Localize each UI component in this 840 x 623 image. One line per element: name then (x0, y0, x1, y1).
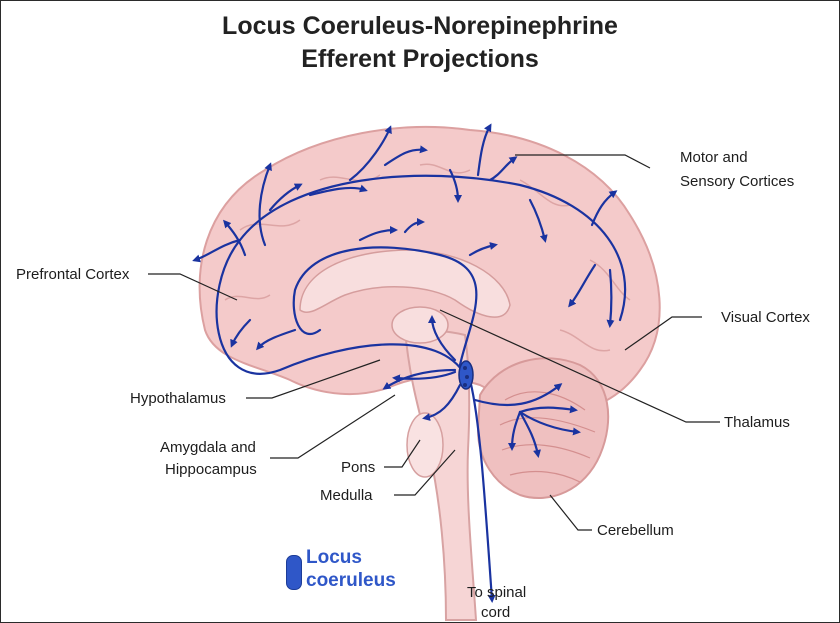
leader-amygdala (270, 395, 395, 458)
legend-line-1: Locus (306, 546, 396, 569)
label-visual: Visual Cortex (721, 309, 810, 326)
label-spinal-line2: cord (481, 604, 510, 621)
pons-shape (407, 413, 443, 477)
locus-coeruleus-nucleus (459, 361, 473, 389)
label-motor-line1: Motor and (680, 149, 748, 166)
label-amygdala-line1: Amygdala and (160, 439, 256, 456)
label-motor-line2: Sensory Cortices (680, 173, 794, 190)
label-amygdala-line2: Hippocampus (165, 461, 257, 478)
label-thalamus: Thalamus (724, 414, 790, 431)
label-hypothalamus: Hypothalamus (130, 390, 226, 407)
legend-line-2: coeruleus (306, 569, 396, 592)
locus-coeruleus-legend-icon (286, 555, 302, 590)
legend-label: Locus coeruleus (306, 546, 396, 592)
label-prefrontal: Prefrontal Cortex (16, 266, 130, 283)
label-spinal-line1: To spinal (467, 584, 526, 601)
thalamus-shape (392, 307, 448, 343)
label-medulla: Medulla (320, 487, 373, 504)
label-cerebellum: Cerebellum (597, 522, 674, 539)
label-pons: Pons (341, 459, 375, 476)
cerebellum-shape (478, 358, 608, 498)
leader-cerebellum (550, 495, 592, 530)
